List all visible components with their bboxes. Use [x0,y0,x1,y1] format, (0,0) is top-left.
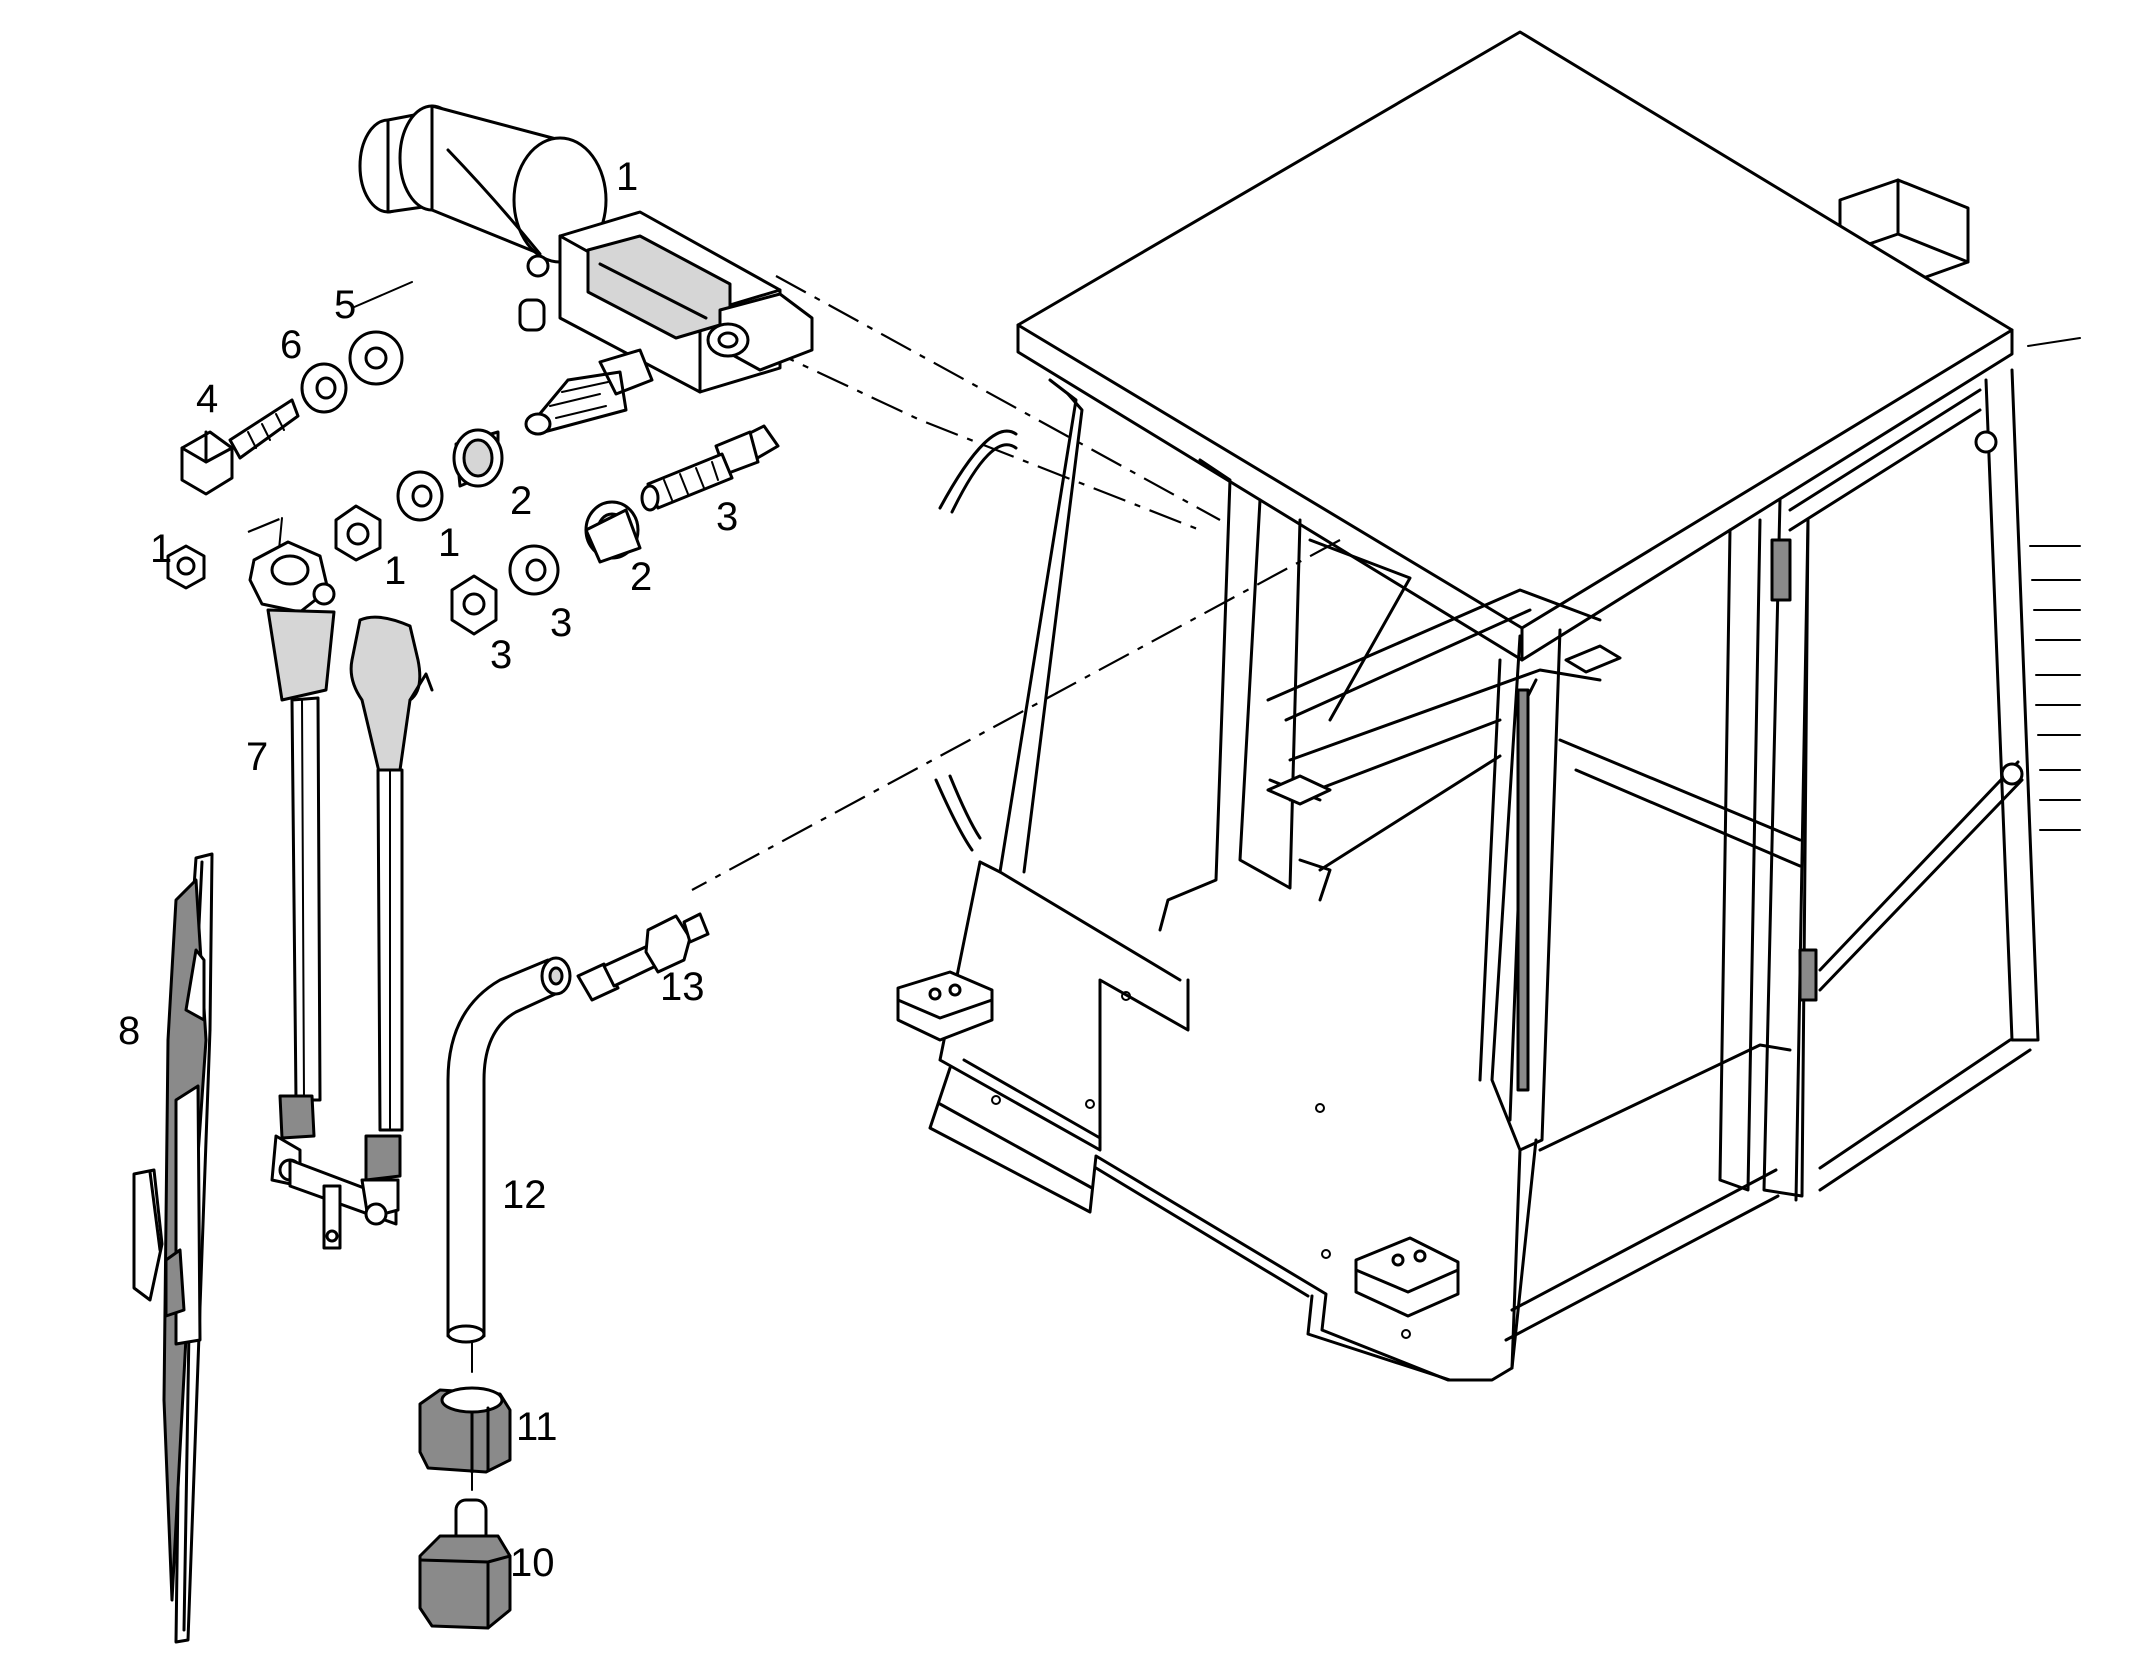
callout-2-bushing-top: 2 [510,479,532,523]
callout-3-nut: 3 [490,633,512,677]
cab-frame [896,30,2081,1382]
callout-1-washer: 1 [438,521,460,565]
callouts: 1 1 1 1 2 2 3 3 3 4 5 6 7 8 10 11 12 13 [118,155,738,1585]
wiper-blade [132,852,214,1644]
wiper-arms [248,540,434,1250]
callout-6-washer: 6 [280,323,302,367]
callout-8-blade: 8 [118,1009,140,1053]
assembly-lines [247,269,1341,1491]
callout-5-washer: 5 [334,283,356,327]
callout-13-nozzle: 13 [660,965,705,1009]
callout-7-arm: 7 [246,735,268,779]
callout-3-washer: 3 [550,601,572,645]
fasteners [166,330,780,636]
callout-1-nut-left: 1 [150,527,172,571]
callout-4-bolt: 4 [196,377,218,421]
callout-12-hose: 12 [502,1173,547,1217]
wiper-motor [358,104,814,436]
callout-11-cap: 11 [516,1405,558,1449]
callout-10-connector: 10 [510,1541,555,1585]
callout-2-bushing-low: 2 [630,555,652,599]
callout-3-stud: 3 [716,495,738,539]
callout-1-motor: 1 [616,155,638,199]
callout-1-nut-mid: 1 [384,549,406,593]
washer-hose [418,912,710,1630]
